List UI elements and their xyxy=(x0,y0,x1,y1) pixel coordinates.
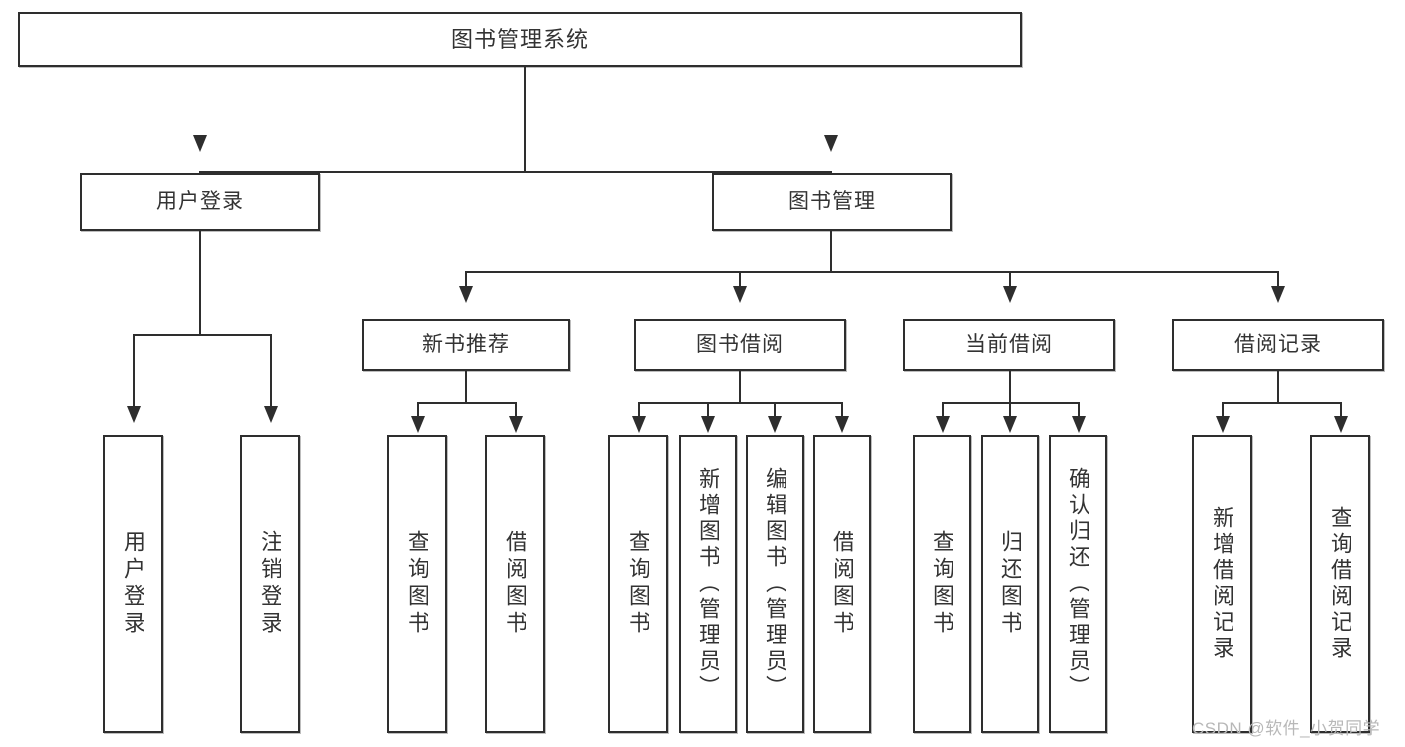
connector-bm-drop-1 xyxy=(465,271,467,291)
leaf-cb-confirm-return-admin[interactable]: 确认归还（管理员） xyxy=(1049,435,1107,733)
leaf-nbr-query-book[interactable]: 查询图书 xyxy=(387,435,447,733)
leaf-bb-borrow-book[interactable]: 借阅图书 xyxy=(813,435,871,733)
connector-bb-drop-4 xyxy=(841,402,843,417)
arrowhead-bb-1 xyxy=(632,416,646,433)
node-label: 图书管理系统 xyxy=(450,26,589,52)
connector-book-management-stem xyxy=(830,231,832,273)
arrowhead-bm-1 xyxy=(459,286,473,303)
node-label: 查询图书 xyxy=(627,530,649,638)
connector-book-management-bus xyxy=(465,271,1277,273)
leaf-cb-return-book[interactable]: 归还图书 xyxy=(981,435,1039,733)
leaf-cb-query-book[interactable]: 查询图书 xyxy=(913,435,971,733)
node-label: 图书管理 xyxy=(788,189,876,213)
arrowhead-cb-1 xyxy=(936,416,950,433)
connector-root-bus xyxy=(199,171,832,173)
arrowhead-root-1 xyxy=(193,135,207,152)
arrowhead-user-login-2 xyxy=(264,406,278,423)
connector-user-login-bus xyxy=(133,334,272,336)
node-label: 用户登录 xyxy=(122,530,144,638)
connector-user-login-drop-2 xyxy=(270,334,272,414)
node-label: 查询图书 xyxy=(931,530,953,638)
node-label: 新书推荐 xyxy=(422,332,510,356)
node-root-system[interactable]: 图书管理系统 xyxy=(18,12,1022,67)
leaf-bb-add-book-admin[interactable]: 新增图书（管理员） xyxy=(679,435,737,733)
connector-cb-drop-2 xyxy=(1009,402,1011,417)
leaf-user-login-login[interactable]: 用户登录 xyxy=(103,435,163,733)
node-label: 查询借阅记录 xyxy=(1329,506,1351,662)
leaf-br-query-record[interactable]: 查询借阅记录 xyxy=(1310,435,1370,733)
node-label: 确认归还（管理员） xyxy=(1067,467,1089,701)
node-label: 用户登录 xyxy=(156,189,244,213)
node-label: 编辑图书（管理员） xyxy=(764,467,786,701)
arrowhead-bb-3 xyxy=(768,416,782,433)
connector-nbr-bus xyxy=(417,402,517,404)
connector-cb-drop-3 xyxy=(1078,402,1080,417)
connector-user-login-stem xyxy=(199,231,201,335)
node-label: 图书借阅 xyxy=(696,332,784,356)
connector-nbr-drop-2 xyxy=(515,402,517,417)
leaf-user-login-logout[interactable]: 注销登录 xyxy=(240,435,300,733)
arrowhead-nbr-2 xyxy=(509,416,523,433)
node-label: 当前借阅 xyxy=(965,332,1053,356)
leaf-bb-query-book[interactable]: 查询图书 xyxy=(608,435,668,733)
node-user-login[interactable]: 用户登录 xyxy=(80,173,320,231)
connector-br-drop-2 xyxy=(1340,402,1342,417)
arrowhead-bm-2 xyxy=(733,286,747,303)
connector-bm-drop-3 xyxy=(1009,271,1011,291)
node-label: 查询图书 xyxy=(406,530,428,638)
arrowhead-cb-2 xyxy=(1003,416,1017,433)
connector-nbr-stem xyxy=(465,371,467,404)
connector-nbr-drop-1 xyxy=(417,402,419,417)
connector-bb-stem xyxy=(739,371,741,404)
node-label: 新增图书（管理员） xyxy=(697,467,719,701)
connector-bb-drop-3 xyxy=(774,402,776,417)
arrowhead-br-2 xyxy=(1334,416,1348,433)
connector-br-bus xyxy=(1222,402,1340,404)
node-borrow-record[interactable]: 借阅记录 xyxy=(1172,319,1384,371)
arrowhead-root-2 xyxy=(824,135,838,152)
leaf-nbr-borrow-book[interactable]: 借阅图书 xyxy=(485,435,545,733)
connector-br-stem xyxy=(1277,371,1279,404)
arrowhead-cb-3 xyxy=(1072,416,1086,433)
node-current-borrow[interactable]: 当前借阅 xyxy=(903,319,1115,371)
node-label: 新增借阅记录 xyxy=(1211,506,1233,662)
node-book-borrow[interactable]: 图书借阅 xyxy=(634,319,846,371)
arrowhead-bm-4 xyxy=(1271,286,1285,303)
arrowhead-bb-2 xyxy=(701,416,715,433)
leaf-bb-edit-book-admin[interactable]: 编辑图书（管理员） xyxy=(746,435,804,733)
arrowhead-user-login-1 xyxy=(127,406,141,423)
leaf-br-add-record[interactable]: 新增借阅记录 xyxy=(1192,435,1252,733)
arrowhead-bb-4 xyxy=(835,416,849,433)
connector-bm-drop-2 xyxy=(739,271,741,291)
node-label: 归还图书 xyxy=(999,530,1021,638)
node-label: 借阅图书 xyxy=(831,530,853,638)
connector-root-stem xyxy=(524,67,526,172)
connector-bb-drop-1 xyxy=(638,402,640,417)
arrowhead-bm-3 xyxy=(1003,286,1017,303)
arrowhead-nbr-1 xyxy=(411,416,425,433)
node-label: 注销登录 xyxy=(259,530,281,638)
connector-br-drop-1 xyxy=(1222,402,1224,417)
node-new-book-recommend[interactable]: 新书推荐 xyxy=(362,319,570,371)
connector-cb-stem xyxy=(1009,371,1011,404)
watermark: CSDN @软件_小贺同学 xyxy=(1192,719,1381,738)
connector-bm-drop-4 xyxy=(1277,271,1279,291)
arrowhead-br-1 xyxy=(1216,416,1230,433)
node-label: 借阅记录 xyxy=(1234,332,1322,356)
node-label: 借阅图书 xyxy=(504,530,526,638)
connector-bb-drop-2 xyxy=(707,402,709,417)
node-book-management[interactable]: 图书管理 xyxy=(712,173,952,231)
connector-cb-drop-1 xyxy=(942,402,944,417)
connector-user-login-drop-1 xyxy=(133,334,135,414)
connector-bb-bus xyxy=(638,402,841,404)
